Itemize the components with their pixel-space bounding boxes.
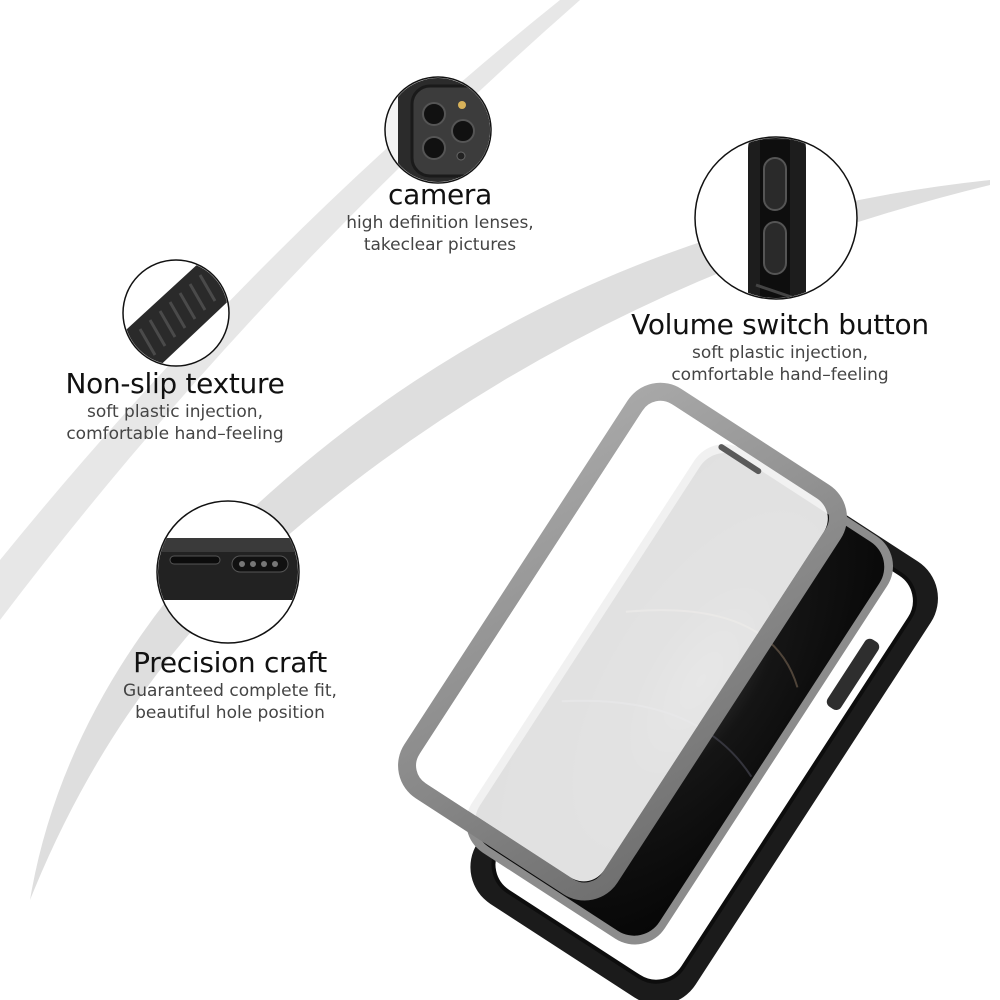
feature-description-line: high definition lenses, xyxy=(346,213,534,233)
volume-buttons-detail-icon xyxy=(694,136,858,300)
feature-non-slip: Non-slip texture soft plastic injection,… xyxy=(30,367,320,445)
ribbed-grip-detail-icon xyxy=(122,259,230,367)
feature-description-line: beautiful hole position xyxy=(135,703,325,723)
feature-title: Volume switch button xyxy=(631,308,929,341)
feature-description-line: comfortable hand–feeling xyxy=(671,365,889,385)
feature-title: camera xyxy=(388,178,492,211)
feature-title: Precision craft xyxy=(133,646,327,679)
camera-detail-icon xyxy=(384,76,492,184)
feature-description-line: takeclear pictures xyxy=(363,235,517,255)
feature-precision-craft: Precision craft Guaranteed complete fit,… xyxy=(80,646,380,724)
phone-case-illustration xyxy=(398,382,938,1000)
feature-description-line: soft plastic injection, xyxy=(87,402,263,422)
feature-title: Non-slip texture xyxy=(65,367,285,400)
feature-volume-switch: Volume switch button soft plastic inject… xyxy=(630,308,930,386)
port-cutout-detail-icon xyxy=(156,500,300,644)
feature-description-line: soft plastic injection, xyxy=(692,343,868,363)
feature-description-line: Guaranteed complete fit, xyxy=(123,681,337,701)
feature-camera: camera high definition lenses, takeclear… xyxy=(290,178,590,256)
feature-description-line: comfortable hand–feeling xyxy=(66,424,284,444)
